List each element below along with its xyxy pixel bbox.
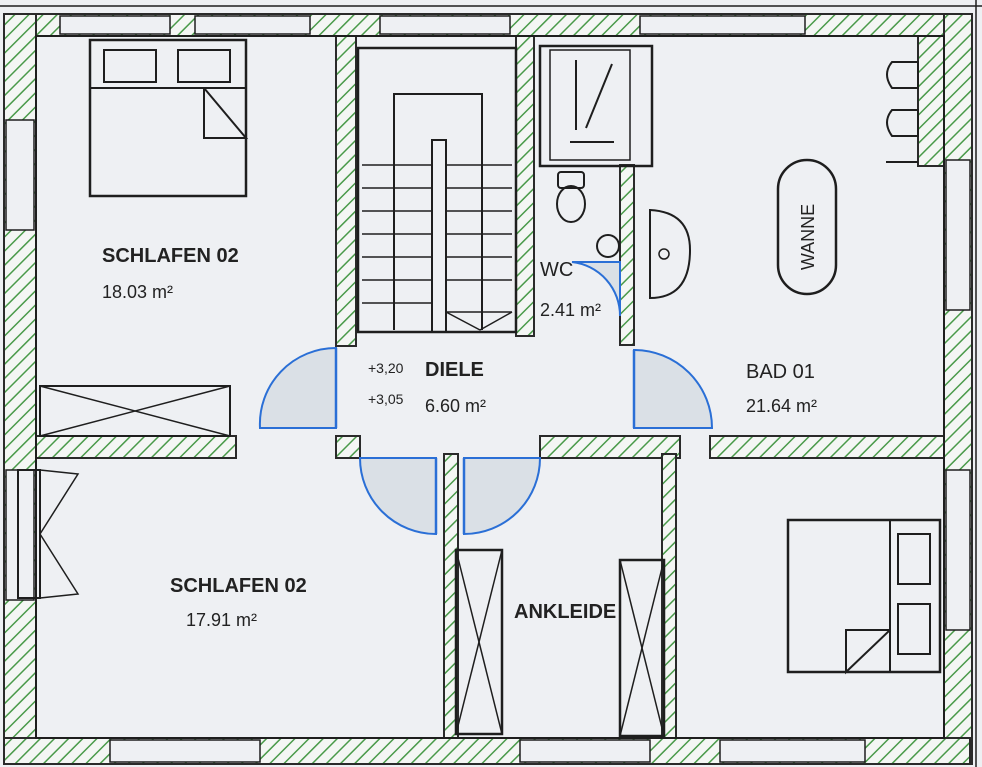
bathtub-label: WANNE	[798, 204, 818, 270]
room-name: SCHLAFEN 02	[170, 575, 307, 597]
room-area: 21.64 m²	[746, 396, 817, 416]
sink-icon	[596, 234, 620, 258]
window-north-4	[639, 15, 806, 35]
room-name: WC	[540, 259, 573, 281]
wardrobe-icon	[618, 558, 666, 738]
room-name: ANKLEIDE	[514, 601, 616, 623]
window-south-1	[109, 739, 261, 763]
room-schlafen-top: SCHLAFEN 02 18.03 m²	[39, 38, 249, 437]
window-west-1	[5, 119, 35, 231]
exterior-walls	[3, 13, 973, 765]
stair-icon	[356, 46, 518, 334]
shower-icon	[538, 44, 654, 168]
door-bad	[633, 348, 714, 429]
window-south-3	[719, 739, 866, 763]
level-lower: +3,05	[368, 391, 404, 407]
wall-stair-wc	[515, 35, 535, 337]
toilet-icon	[886, 61, 919, 137]
bathtub-icon: WANNE	[776, 158, 838, 296]
wall-schlafen-stair	[335, 35, 357, 347]
room-name: DIELE	[425, 359, 484, 381]
window-east-2	[945, 469, 971, 631]
wall-mid-center	[539, 435, 681, 459]
wall-bad-ne	[917, 35, 945, 167]
room-wc: WC 2.41 m²	[538, 44, 654, 320]
bed-icon	[88, 38, 249, 198]
wardrobe-icon	[454, 548, 504, 736]
room-ankleide: ANKLEIDE	[454, 548, 666, 738]
wall-mid-post-1	[335, 435, 361, 459]
room-bedroom-se	[786, 518, 942, 675]
door-schlafen-top	[258, 346, 337, 429]
door-schlafen-bottom	[358, 457, 437, 536]
room-area: 2.41 m²	[540, 300, 601, 320]
room-area: 18.03 m²	[102, 282, 173, 302]
window-south-2	[519, 739, 651, 763]
window-north-1	[59, 15, 171, 35]
room-area: 17.91 m²	[186, 610, 257, 630]
window-north-3	[379, 15, 511, 35]
room-name: BAD 01	[746, 361, 815, 383]
wall-wc-bad	[619, 164, 635, 346]
wardrobe-icon	[39, 385, 231, 437]
room-bad: WANNE BAD 01 21.64 m²	[649, 61, 919, 416]
wall-mid-west	[35, 435, 237, 459]
sink-icon	[649, 208, 692, 300]
room-schlafen-bottom: SCHLAFEN 02 17.91 m²	[17, 469, 307, 630]
door-ankleide	[463, 457, 542, 536]
door-wc	[571, 261, 622, 317]
level-upper: +3,20	[368, 360, 404, 376]
room-diele: DIELE 6.60 m² +3,20 +3,05	[368, 359, 486, 416]
door-swing-icon	[258, 261, 714, 536]
window-west-2	[5, 469, 35, 601]
wall-mid-east	[709, 435, 945, 459]
room-name: SCHLAFEN 02	[102, 245, 239, 267]
window-north-2	[194, 15, 311, 35]
wall-east	[943, 13, 973, 765]
window-east-1	[945, 159, 971, 311]
bed-icon	[786, 518, 942, 675]
toilet-icon	[556, 171, 586, 223]
room-area: 6.60 m²	[425, 396, 486, 416]
wardrobe-icon	[17, 469, 80, 599]
